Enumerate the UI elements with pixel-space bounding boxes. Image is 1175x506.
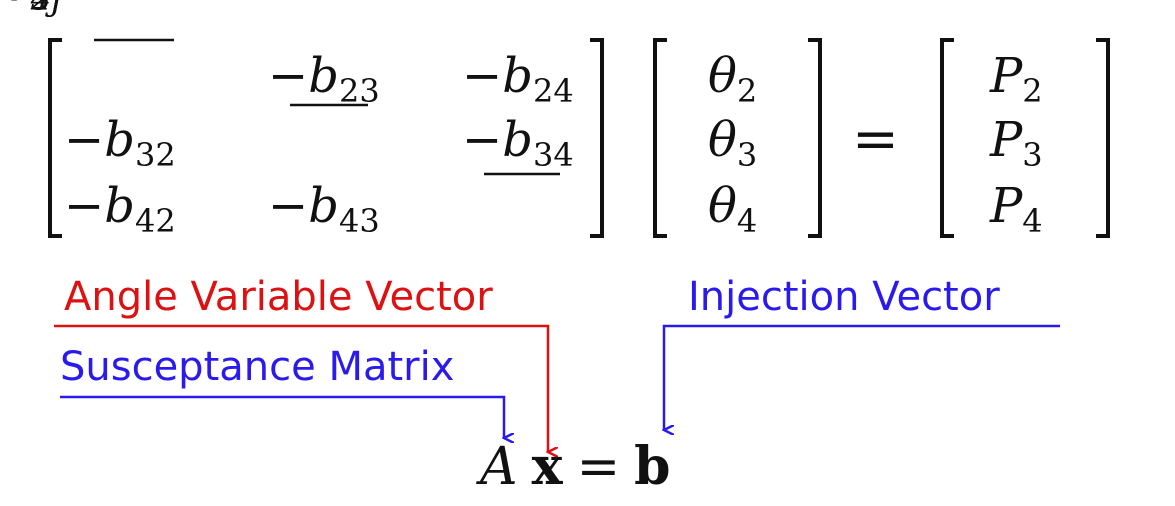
theta-entry-2: θ3 (708, 112, 757, 174)
susceptance-matrix-label: Susceptance Matrix (60, 344, 454, 390)
angle-variable-vector-label: Angle Variable Vector (64, 274, 493, 320)
matrix-entry-r2c1: −b32 (64, 112, 176, 174)
matrix-left-bracket (48, 38, 62, 238)
equation-equals: = (577, 437, 621, 497)
p-entry-2: P3 (989, 112, 1043, 174)
matrix-entry-r2c3: −b34 (462, 112, 574, 174)
theta-left-bracket (653, 38, 667, 238)
theta-right-bracket (808, 38, 822, 238)
matrix-entry-r2c2: b3j (0, 0, 61, 18)
injection-vector-arrow (664, 324, 1060, 430)
matrix-entry-r3c2: −b43 (268, 178, 380, 240)
equation-a: A (476, 437, 518, 497)
equation-x: x (532, 436, 564, 497)
matrix-equals-sign: = (852, 107, 899, 172)
p-entry-3: P4 (989, 178, 1043, 240)
matrix-entry-r3c1: −b42 (64, 178, 176, 240)
p-entry-1: P2 (989, 48, 1043, 110)
injection-vector-label: Injection Vector (688, 274, 1000, 320)
matrix-entry-r1c1: b2j (0, 0, 61, 18)
matrix-entry-r1c2: −b23 (268, 48, 380, 110)
matrix-right-bracket (590, 38, 604, 238)
susceptance-matrix-arrow (60, 395, 504, 438)
angle-vector-arrow (54, 324, 548, 452)
theta-entry-3: θ4 (708, 178, 757, 240)
p-left-bracket (940, 38, 954, 238)
matrix-entry-r3c3: b4j (0, 0, 61, 18)
p-right-bracket (1096, 38, 1110, 238)
theta-entry-1: θ2 (708, 48, 757, 110)
matrix-entry-r1c3: −b24 (462, 48, 574, 110)
equation-b: b (634, 436, 670, 497)
